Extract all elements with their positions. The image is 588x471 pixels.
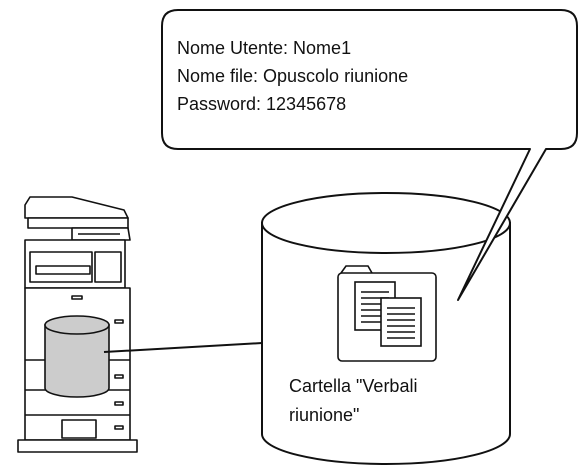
- callout-text: Nome Utente: Nome1 Nome file: Opuscolo r…: [177, 34, 408, 118]
- printer-feeder: [24, 196, 129, 219]
- internal-storage-cylinder: [44, 315, 110, 398]
- storage-cylinder-top: [261, 192, 511, 254]
- folder-label: Cartella "Verbali riunione": [289, 372, 417, 430]
- folder-tab: [340, 265, 373, 274]
- callout-password: Password: 12345678: [177, 94, 347, 114]
- folder-label-line: Cartella "Verbali: [289, 376, 418, 396]
- info-callout: [161, 9, 578, 301]
- folder-icon: [337, 265, 437, 362]
- callout-user-name: Nome Utente: Nome1: [177, 38, 352, 58]
- callout-bubble: [161, 9, 578, 301]
- folder-label-line: riunione": [289, 405, 360, 425]
- printer-base: [17, 439, 138, 453]
- callout-file-name: Nome file: Opuscolo riunione: [177, 66, 409, 86]
- storage-connector-line: [103, 342, 263, 353]
- document-icon: [380, 297, 422, 347]
- printer-icon: [17, 196, 138, 453]
